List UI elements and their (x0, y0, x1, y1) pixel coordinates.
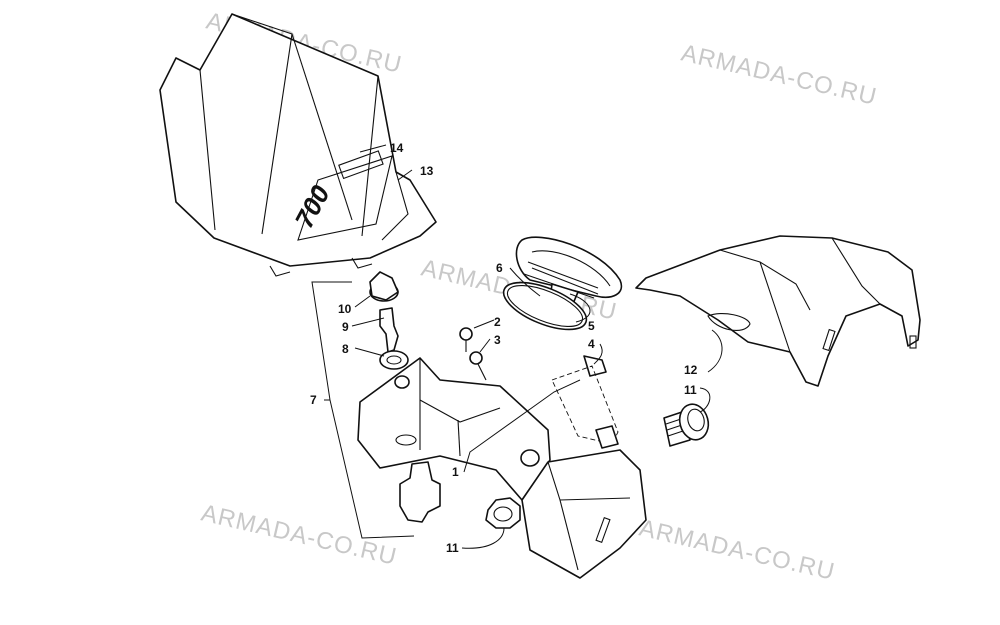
callout-11-right: 11 (684, 383, 697, 397)
callout-2: 2 (494, 315, 501, 329)
power-outlet (663, 403, 710, 447)
gauge (515, 236, 623, 307)
ignition-nut (379, 350, 409, 370)
callouts: 14 13 6 10 2 5 9 3 4 8 12 11 7 1 11 (310, 141, 698, 555)
watermark-2: ARMADA-CO.RU (679, 40, 880, 111)
right-cover (635, 235, 921, 387)
screws (459, 327, 487, 381)
callout-7: 7 (310, 393, 317, 407)
ignition-key (379, 307, 399, 353)
watermark-4: ARMADA-CO.RU (199, 500, 400, 571)
callout-14: 14 (390, 141, 404, 155)
callout-8: 8 (342, 342, 349, 356)
ignition-parts (369, 271, 441, 523)
ignition-switch (399, 461, 441, 523)
lock-nut (485, 497, 521, 529)
gauge-o-ring (502, 281, 588, 331)
leader-lines (324, 144, 723, 549)
callout-10: 10 (338, 302, 352, 316)
watermark-5: ARMADA-CO.RU (637, 515, 838, 586)
console-housing (357, 357, 647, 579)
callout-6: 6 (496, 261, 503, 275)
callout-12: 12 (684, 363, 698, 377)
callout-9: 9 (342, 320, 349, 334)
gauge-o-ring-inner (506, 285, 584, 327)
callout-1: 1 (452, 465, 459, 479)
callout-11-left: 11 (446, 541, 459, 555)
callout-3: 3 (494, 333, 501, 347)
callout-4: 4 (588, 337, 595, 351)
callout-13: 13 (420, 164, 434, 178)
callout-5: 5 (588, 319, 595, 333)
windshield (159, 13, 437, 277)
bracket (551, 355, 619, 449)
